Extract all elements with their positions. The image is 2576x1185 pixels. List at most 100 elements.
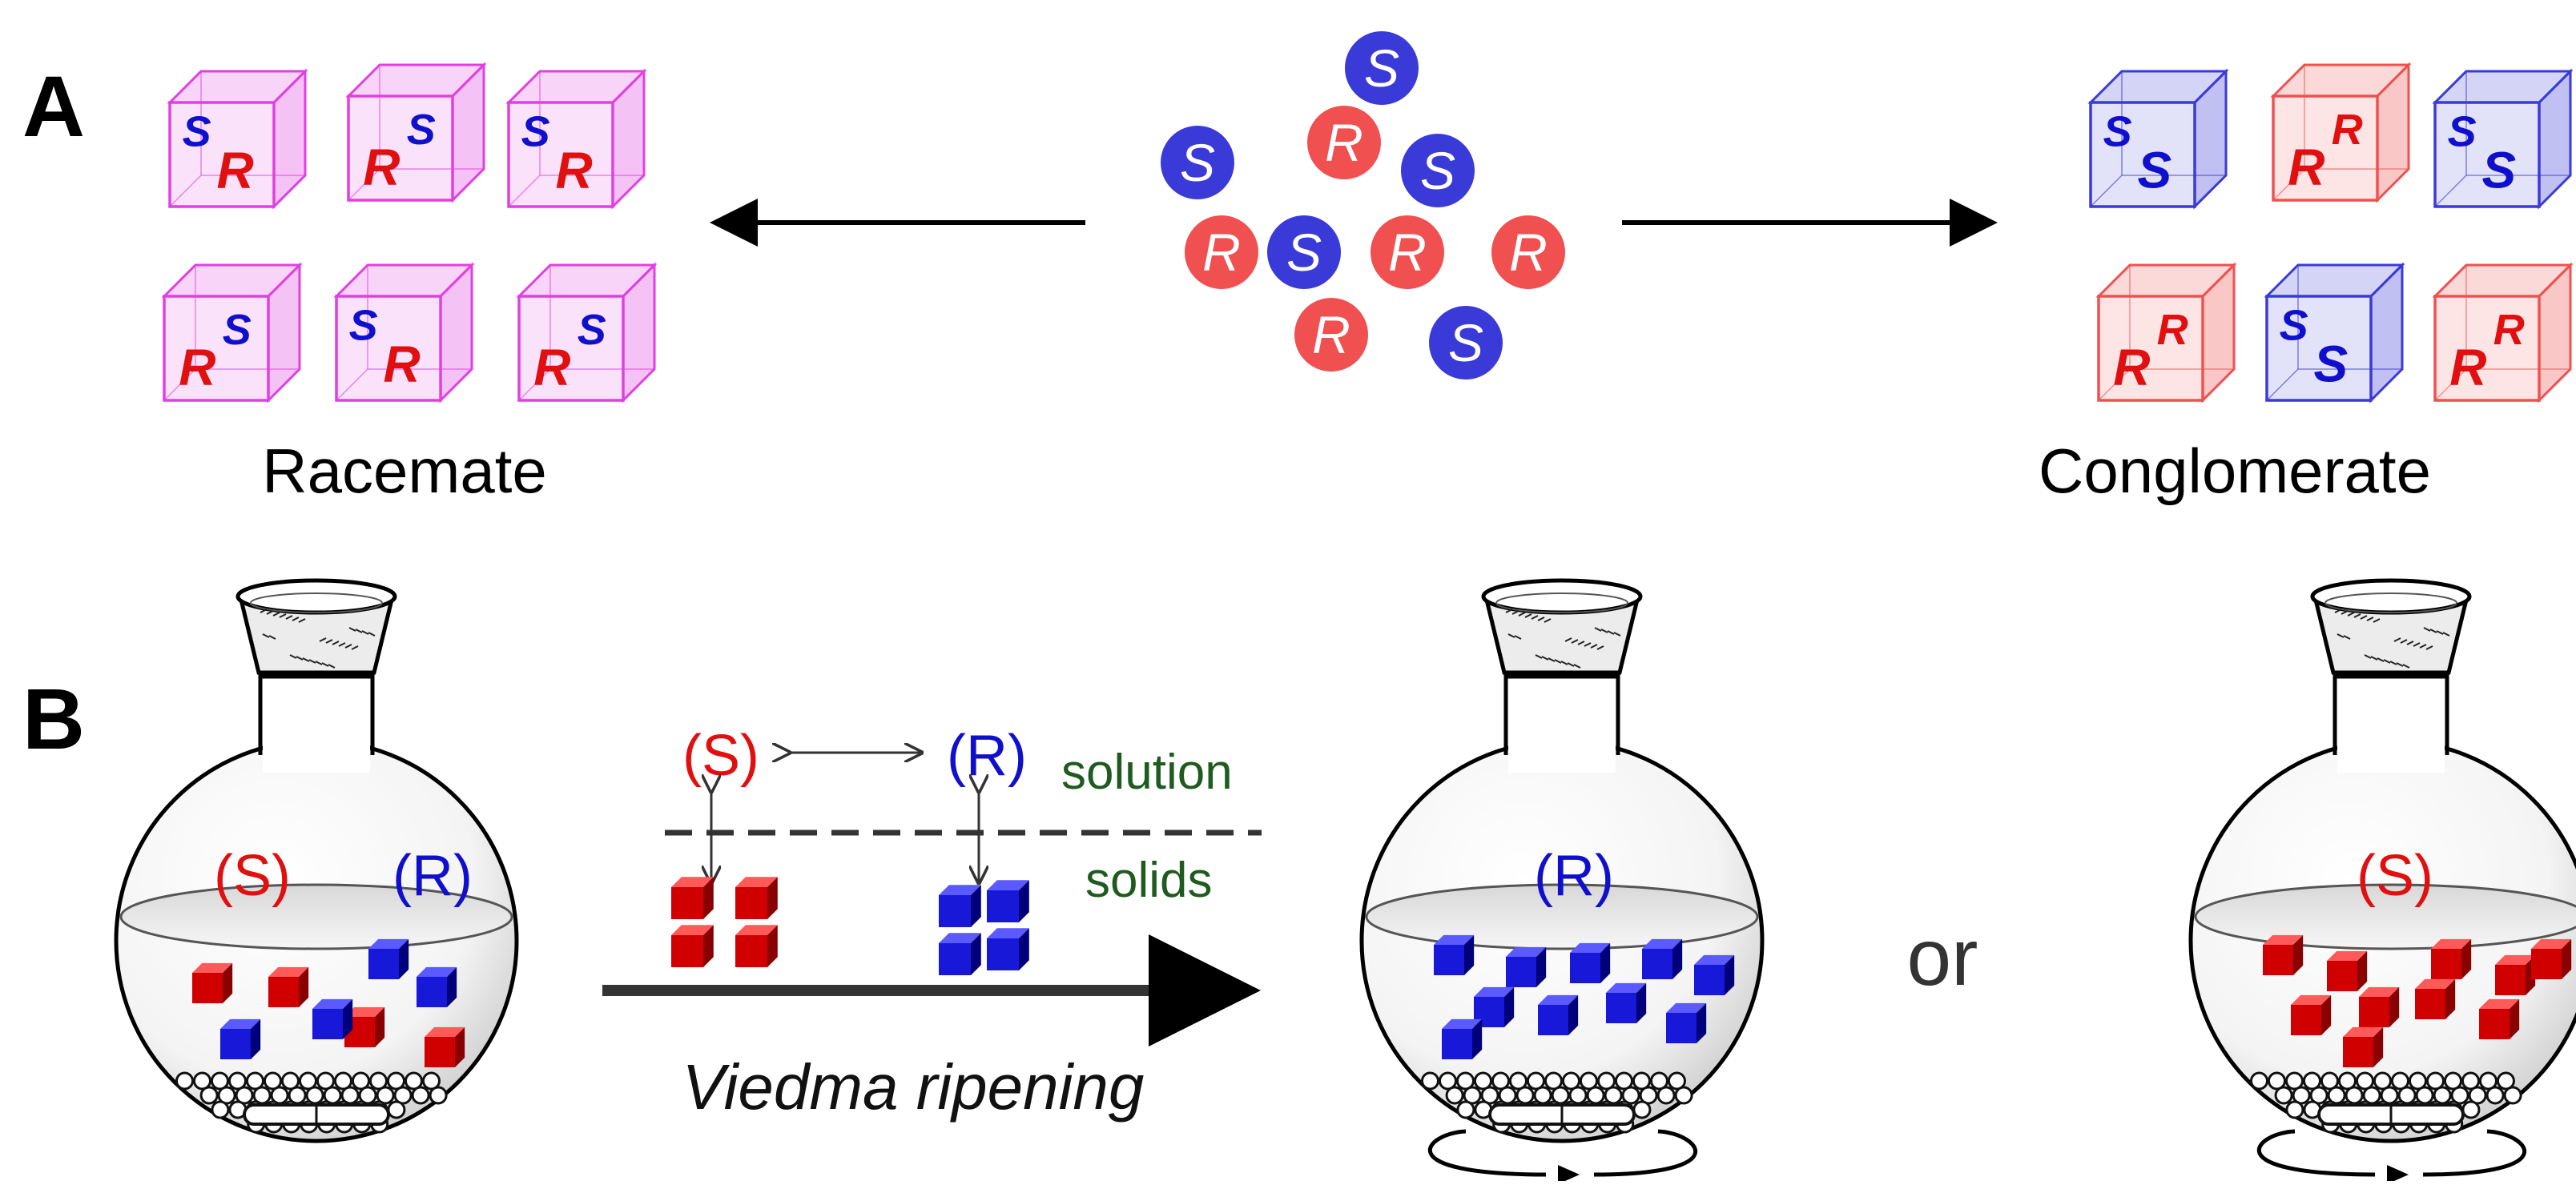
frost-speck xyxy=(2370,656,2378,661)
glass-bead xyxy=(1544,1071,1563,1091)
solid-top xyxy=(192,962,233,973)
crystal-cube: RS xyxy=(161,262,303,404)
stir-arrow xyxy=(1427,1129,1547,1177)
glass-bead xyxy=(421,1071,441,1091)
glass-bead xyxy=(175,1071,194,1091)
glass-bead xyxy=(2285,1100,2304,1119)
solid-crystal xyxy=(1442,1018,1483,1059)
cube-main-label: R xyxy=(363,139,400,196)
cube-hidden-edge xyxy=(518,368,551,401)
molecule-label: S xyxy=(1420,141,1455,200)
frost-speck xyxy=(2393,637,2401,642)
frost-speck xyxy=(2413,642,2421,647)
frost-speck xyxy=(1564,637,1572,642)
solid-crystal xyxy=(1606,982,1647,1023)
cube-hidden-edge xyxy=(336,368,368,401)
glass-bead xyxy=(387,1100,406,1119)
frost-speck xyxy=(1531,615,1539,620)
cube-minor-label: S xyxy=(407,106,436,154)
solid-front xyxy=(417,977,447,1007)
cube-minor-label: S xyxy=(223,306,252,354)
cube-hidden-edge xyxy=(169,175,202,207)
racemate-caption: Racemate xyxy=(262,436,547,506)
frost-speck xyxy=(1518,612,1526,617)
frost-speck xyxy=(1554,659,1562,664)
solid-crystal xyxy=(2431,938,2472,979)
cube-hidden-edge xyxy=(508,175,541,207)
solid-front xyxy=(2263,945,2293,975)
cube-main-label: R xyxy=(2288,139,2324,196)
solid-crystal xyxy=(2415,978,2456,1019)
solid-side xyxy=(251,1018,261,1059)
frost-speck xyxy=(2442,632,2450,637)
solution-label: solution xyxy=(1061,745,1233,800)
molecule-r: R xyxy=(1371,215,1444,289)
solid-crystal xyxy=(939,885,981,927)
frost-speck xyxy=(2402,664,2410,669)
solid-front xyxy=(2327,961,2357,991)
flask-initial xyxy=(114,578,519,1143)
frost-speck xyxy=(368,632,376,637)
frost-speck xyxy=(2429,629,2437,633)
solid-top xyxy=(987,880,1029,890)
frost-speck xyxy=(348,627,356,632)
frost-speck xyxy=(2366,617,2374,621)
frost-speck xyxy=(2406,641,2414,645)
solid-front xyxy=(312,1009,343,1039)
glass-bead xyxy=(2443,1071,2462,1091)
solid-side xyxy=(343,998,353,1039)
solid-front xyxy=(1434,945,1464,975)
solid-side xyxy=(971,885,981,927)
scheme-solid-crystals xyxy=(671,877,1029,975)
cube-hidden-edge xyxy=(2266,368,2299,401)
flask-neck-join xyxy=(1508,725,1616,773)
solid-side xyxy=(1019,880,1029,922)
glass-bead xyxy=(2461,1100,2481,1119)
solid-top xyxy=(735,877,778,887)
product-s-label: (S) xyxy=(2357,844,2433,908)
glass-bead xyxy=(1508,1071,1527,1091)
solid-front xyxy=(2359,997,2389,1027)
solid-crystal xyxy=(2291,994,2332,1035)
solid-crystal xyxy=(192,962,233,1003)
solid-top xyxy=(2415,978,2456,989)
flask-product-r xyxy=(1359,578,1765,1184)
glass-bead xyxy=(368,1071,388,1091)
crystal-cube: RR xyxy=(2432,262,2574,404)
cube-main-label: R xyxy=(384,335,421,393)
glass-bead xyxy=(298,1071,317,1091)
frost-speck xyxy=(355,629,363,633)
solid-crystal xyxy=(1666,1002,1707,1043)
frost-speck xyxy=(279,613,287,618)
liquid-surface xyxy=(1365,883,1759,950)
solid-front xyxy=(671,887,703,919)
cube-minor-label: S xyxy=(349,302,378,350)
flask-rim-inner xyxy=(250,592,383,613)
flask-initial-r-label: (R) xyxy=(392,844,473,908)
solid-top xyxy=(2531,938,2572,949)
frost-speck xyxy=(1584,642,1592,647)
solid-crystal xyxy=(1474,986,1515,1027)
solid-crystal xyxy=(987,928,1029,970)
solid-front xyxy=(1666,1013,1697,1043)
solid-front xyxy=(939,943,971,975)
frost-speck xyxy=(2360,615,2368,620)
frost-speck xyxy=(1514,635,1522,640)
or-label: or xyxy=(1907,913,1978,1002)
frost-speck xyxy=(2400,639,2408,644)
solid-crystal xyxy=(987,880,1029,922)
frost-speck xyxy=(2341,610,2349,615)
cube-front-face xyxy=(163,295,270,402)
solid-side xyxy=(703,925,714,967)
solid-crystal xyxy=(2359,986,2400,1027)
solid-side xyxy=(2461,938,2472,979)
molecule-label: R xyxy=(1388,223,1427,282)
frost-speck xyxy=(332,641,340,645)
frost-speck xyxy=(2377,657,2385,662)
crystal-cube: SS xyxy=(2087,68,2229,210)
solids-label: solids xyxy=(1085,853,1213,908)
solid-crystal xyxy=(417,966,457,1007)
solid-top xyxy=(1474,986,1515,997)
cube-hidden-edge xyxy=(2090,175,2123,207)
solid-crystal xyxy=(2495,954,2536,995)
